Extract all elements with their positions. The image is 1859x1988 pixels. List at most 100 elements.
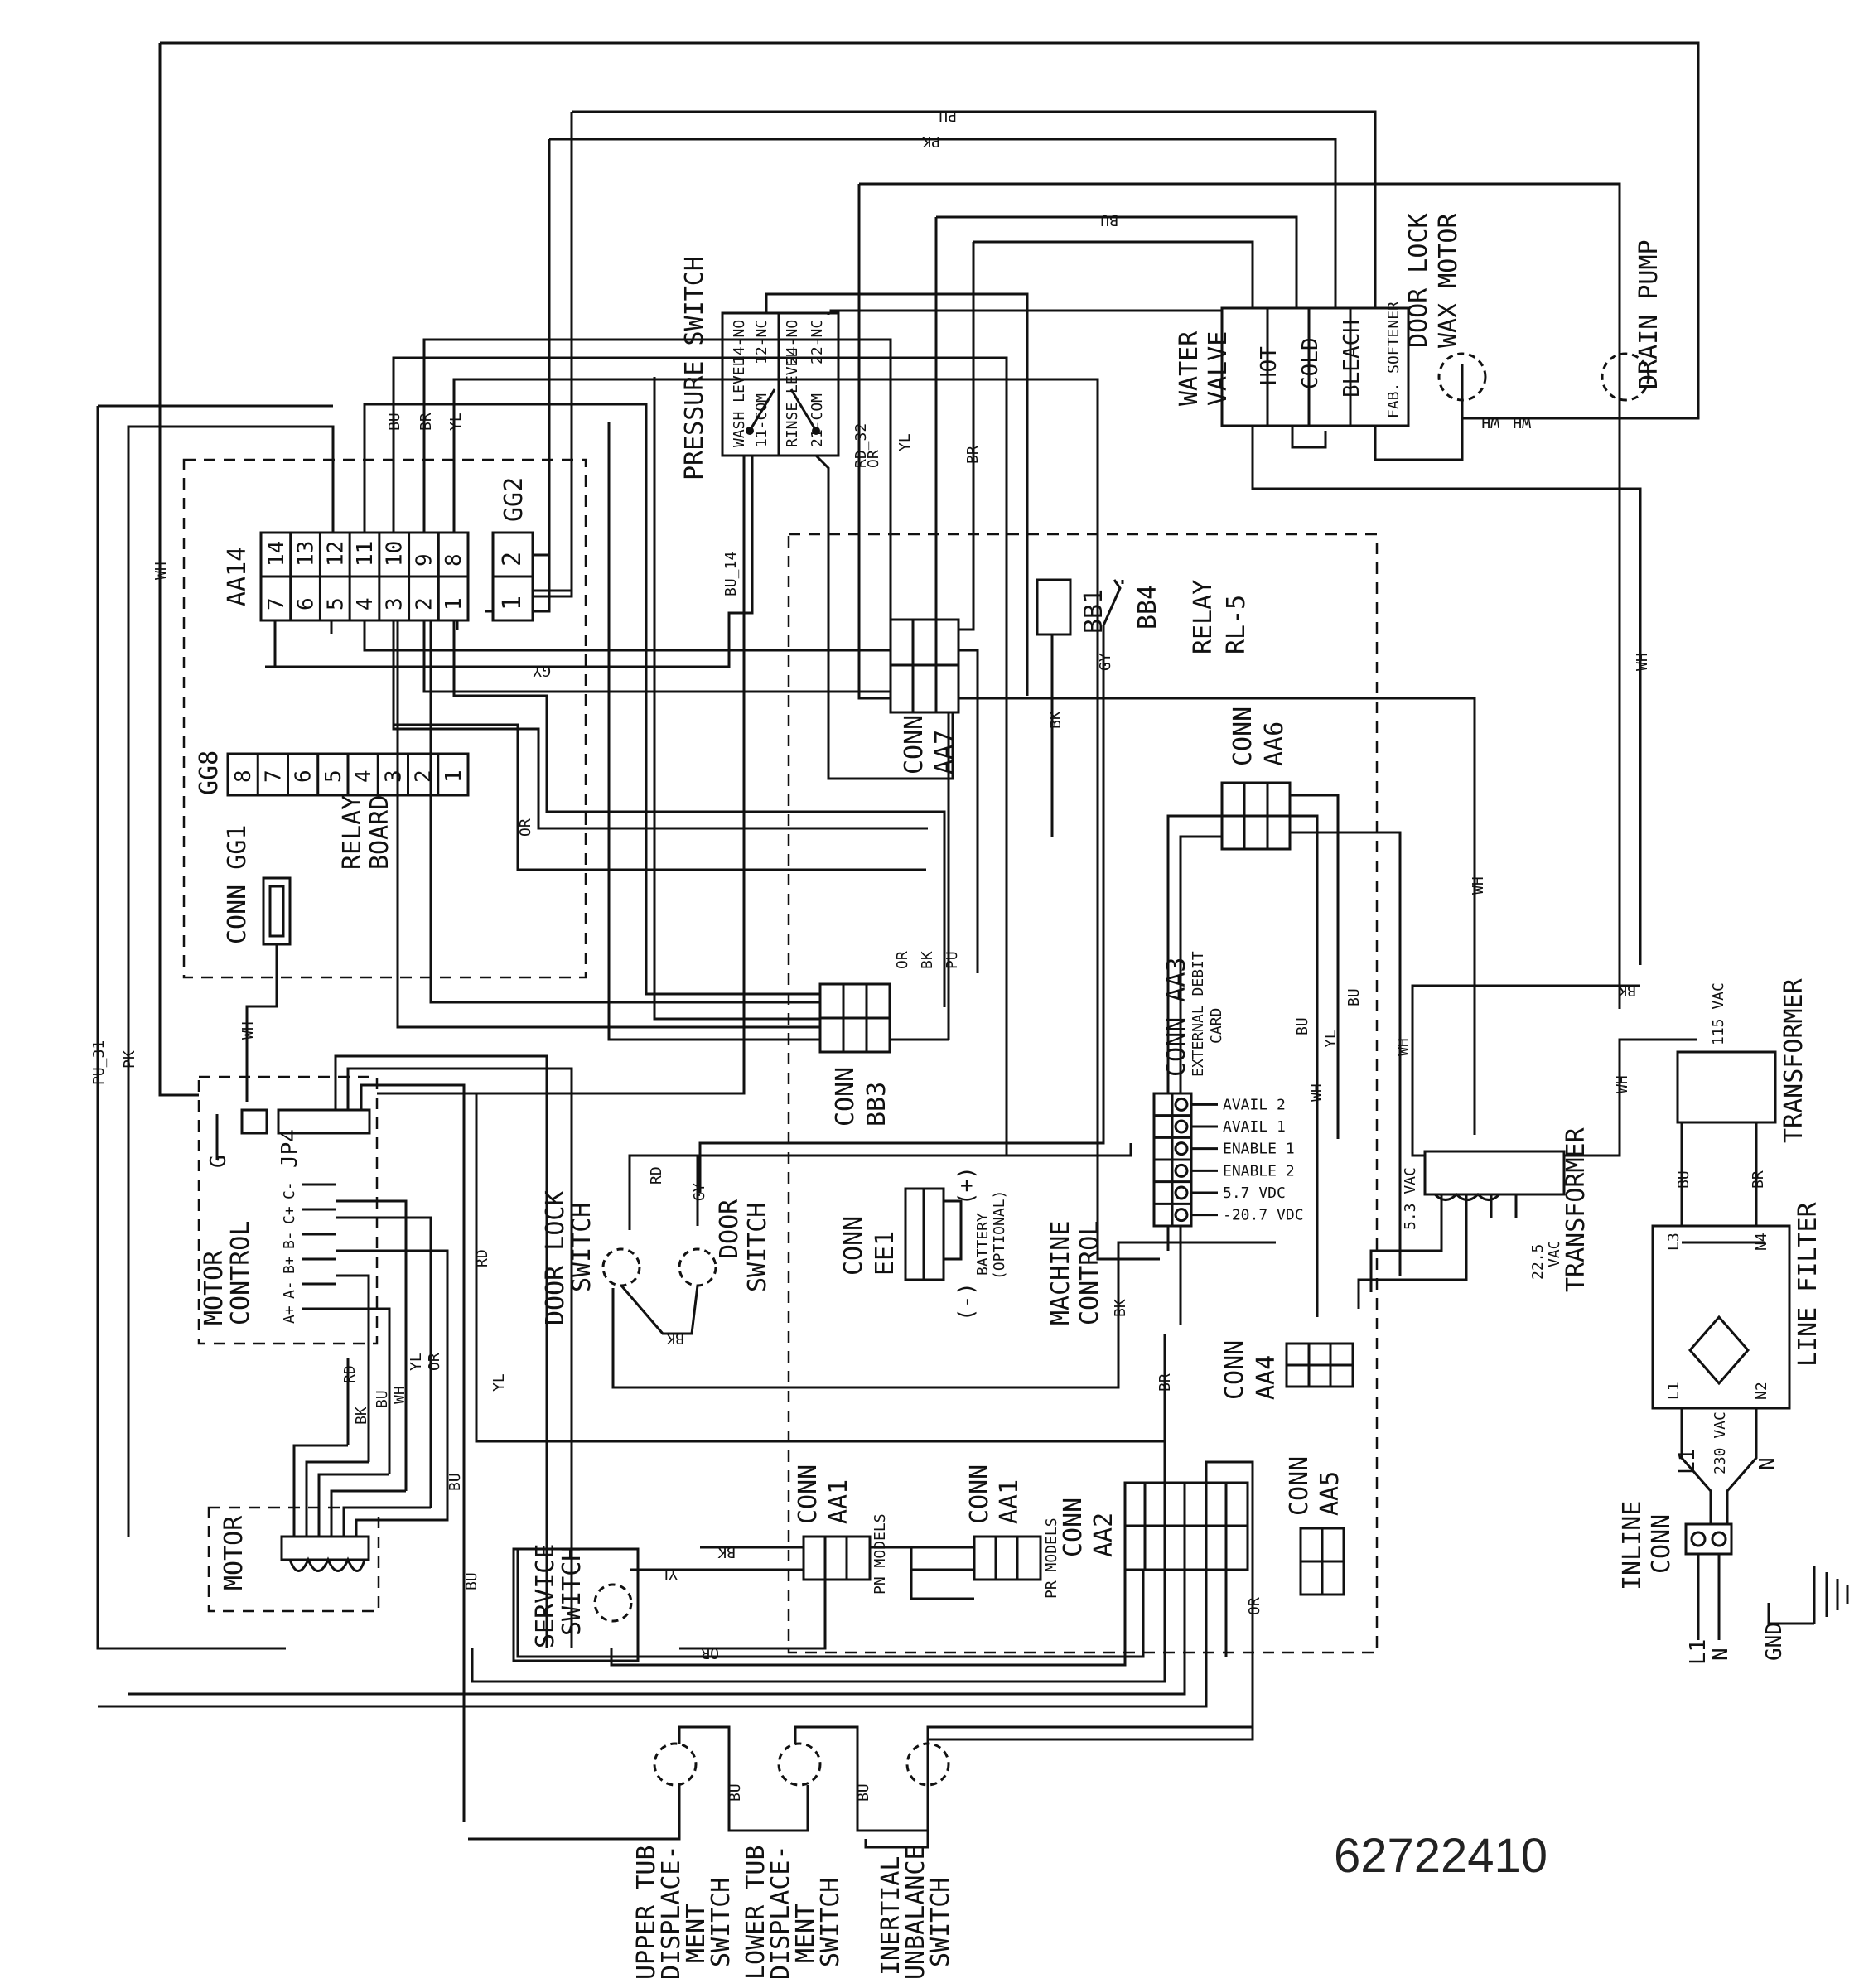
lower-tub-label-4: SWITCH bbox=[816, 1878, 845, 1967]
wax-motor-label: DOOR LOCK bbox=[1404, 213, 1433, 348]
aa3-signal: ENABLE 2 bbox=[1223, 1162, 1295, 1180]
conn-bb3: CONN BB3 bbox=[607, 377, 949, 1127]
bb4-label: BB4 bbox=[1133, 585, 1162, 630]
pr-models-label: PR MODELS bbox=[1043, 1518, 1060, 1599]
wire-or-motor: OR bbox=[426, 1353, 443, 1371]
hot-coil: HOT bbox=[1257, 346, 1282, 385]
wire-bu-aa6-2: BU bbox=[1345, 988, 1363, 1006]
gg2-label: GG2 bbox=[500, 477, 529, 522]
wire-pu31: PU_31 bbox=[90, 1040, 108, 1085]
wire-bu-vert-2: BU bbox=[463, 1572, 480, 1590]
motor-label: MOTOR bbox=[220, 1515, 249, 1590]
conn-aa1-pr-label: CONN bbox=[965, 1464, 994, 1524]
aa14-pin: 7 bbox=[264, 597, 289, 610]
battery-label: BATTERY bbox=[974, 1213, 992, 1276]
contact-14-no: 14-NO bbox=[731, 320, 748, 364]
motor-control-outline bbox=[197, 1075, 379, 1345]
conn-aa2-label-2: AA2 bbox=[1089, 1513, 1118, 1557]
motor-pin: A+ bbox=[281, 1305, 298, 1324]
aa14-pin: 8 bbox=[442, 553, 466, 567]
water-valve-body bbox=[1220, 306, 1410, 427]
wire-gy-relay: GY bbox=[1097, 653, 1114, 671]
door-lock-wax-motor: DOOR LOCK WAX MOTOR bbox=[1404, 213, 1636, 420]
wire-or-bb3: OR bbox=[894, 951, 911, 969]
wire-bu-bottom-1: BU bbox=[727, 1783, 744, 1802]
line-filter-label: LINE FILTER bbox=[1794, 1201, 1823, 1367]
l1-filter-label: L1 bbox=[1665, 1382, 1683, 1400]
inline-conn: INLINE CONN L1 N GND bbox=[1618, 1501, 1849, 1665]
service-switch-label-2: SWITCH bbox=[558, 1546, 587, 1636]
fab-softener-coil: FAB. SOFTENER bbox=[1385, 302, 1403, 418]
wire-bk-motor: BK bbox=[353, 1407, 370, 1425]
wire-wh-trans: WH bbox=[1614, 1075, 1631, 1093]
wire-wh-motor: WH bbox=[391, 1386, 408, 1404]
aa3-signal: AVAIL 1 bbox=[1223, 1118, 1286, 1136]
conn-aa2-label: CONN bbox=[1059, 1498, 1088, 1557]
battery-plus: (+) bbox=[954, 1166, 979, 1205]
line-filter-body bbox=[1651, 1224, 1791, 1410]
aa14-pin: 12 bbox=[323, 541, 348, 567]
relay-board-outline bbox=[182, 458, 587, 979]
wire-rd-vert: RD bbox=[474, 1249, 491, 1267]
lower-tub-label-2: DISPLACE- bbox=[766, 1845, 795, 1980]
aa14-pin: 2 bbox=[412, 597, 437, 610]
gg8-pin: 1 bbox=[442, 770, 466, 783]
wire-bk-relay: BK bbox=[1047, 711, 1065, 729]
aa14-pin: 14 bbox=[264, 541, 289, 567]
upper-tub-label-2: DISPLACE- bbox=[657, 1845, 686, 1980]
gg8-pin: 6 bbox=[292, 770, 316, 783]
aa14-pin: 13 bbox=[294, 541, 319, 567]
water-valve-label: WATER bbox=[1175, 331, 1204, 406]
v53-label: 5.3 VAC bbox=[1402, 1167, 1419, 1230]
machine-control-label-2: CONTROL bbox=[1075, 1221, 1104, 1325]
bb1-relay: BB1 BB4 RELAY RL-5 bbox=[698, 578, 1251, 1193]
wire-pu: PU bbox=[939, 107, 957, 124]
door-lock-switch-label-2: SWITCH bbox=[567, 1203, 596, 1292]
machine-control-label: MACHINE bbox=[1046, 1221, 1075, 1325]
conn-aa6-label-2: AA6 bbox=[1260, 721, 1289, 766]
v225-label-2: VAC bbox=[1546, 1240, 1563, 1267]
gg8-pin: 4 bbox=[351, 770, 376, 783]
wire-wh-left: WH bbox=[152, 562, 170, 580]
cold-coil: COLD bbox=[1298, 337, 1323, 389]
motor-pin: C+ bbox=[281, 1206, 298, 1224]
service-switch-label: SERVICE bbox=[531, 1544, 560, 1648]
conn-aa4-label: CONN bbox=[1220, 1340, 1249, 1400]
inertial-label-3: SWITCH bbox=[926, 1878, 955, 1967]
aa14-pin: 11 bbox=[353, 541, 378, 567]
motor-pin: B+ bbox=[281, 1256, 298, 1274]
transformer-right-label: TRANSFORMER bbox=[1779, 977, 1808, 1143]
relay-rl5-label-2: RL-5 bbox=[1222, 595, 1251, 654]
wire-or-mid: OR bbox=[517, 818, 534, 837]
wire-bk-aa1: BK bbox=[717, 1543, 736, 1561]
contact-21-com: 21-COM bbox=[809, 393, 826, 447]
conn-aa7-label: CONN bbox=[900, 715, 929, 774]
gg2-pin-2: 2 bbox=[498, 552, 527, 567]
jp4-label: JP4 bbox=[278, 1129, 302, 1168]
wire-pk-left: PK bbox=[121, 1050, 138, 1069]
wire-wh-gg1: WH bbox=[239, 1021, 257, 1040]
gg8-pin: 8 bbox=[231, 770, 256, 783]
bleach-coil: BLEACH bbox=[1340, 320, 1364, 398]
wire-br-aa7: BR bbox=[964, 446, 982, 464]
conn-aa3-label: CONN AA3 bbox=[1162, 958, 1191, 1078]
inline-conn-label-2: CONN bbox=[1647, 1514, 1676, 1574]
wire-rd-door: RD bbox=[648, 1166, 665, 1185]
wire-br-aa14: BR bbox=[418, 413, 435, 431]
door-switches: DOOR LOCK SWITCH DOOR SWITCH bbox=[541, 957, 1276, 1389]
v230-label: 230 VAC bbox=[1712, 1411, 1729, 1474]
door-switch-circle bbox=[678, 1247, 717, 1287]
water-valve-label-2: VALVE bbox=[1204, 331, 1233, 406]
wire-or-aa2: OR bbox=[1246, 1597, 1263, 1615]
aa14-pin: 6 bbox=[294, 597, 319, 610]
upper-tub-switch-circle bbox=[653, 1742, 698, 1787]
relay-rl5-label: RELAY bbox=[1189, 580, 1218, 654]
aa3-signal: ENABLE 1 bbox=[1223, 1141, 1295, 1158]
conn-aa2: CONN AA2 bbox=[98, 1093, 1254, 1849]
gg8-pin: 5 bbox=[321, 770, 346, 783]
conn-aa7: CONN AA7 bbox=[889, 618, 1476, 1135]
aa3-signal: 5.7 VDC bbox=[1223, 1185, 1286, 1202]
gg2-pin-1: 1 bbox=[498, 596, 527, 610]
